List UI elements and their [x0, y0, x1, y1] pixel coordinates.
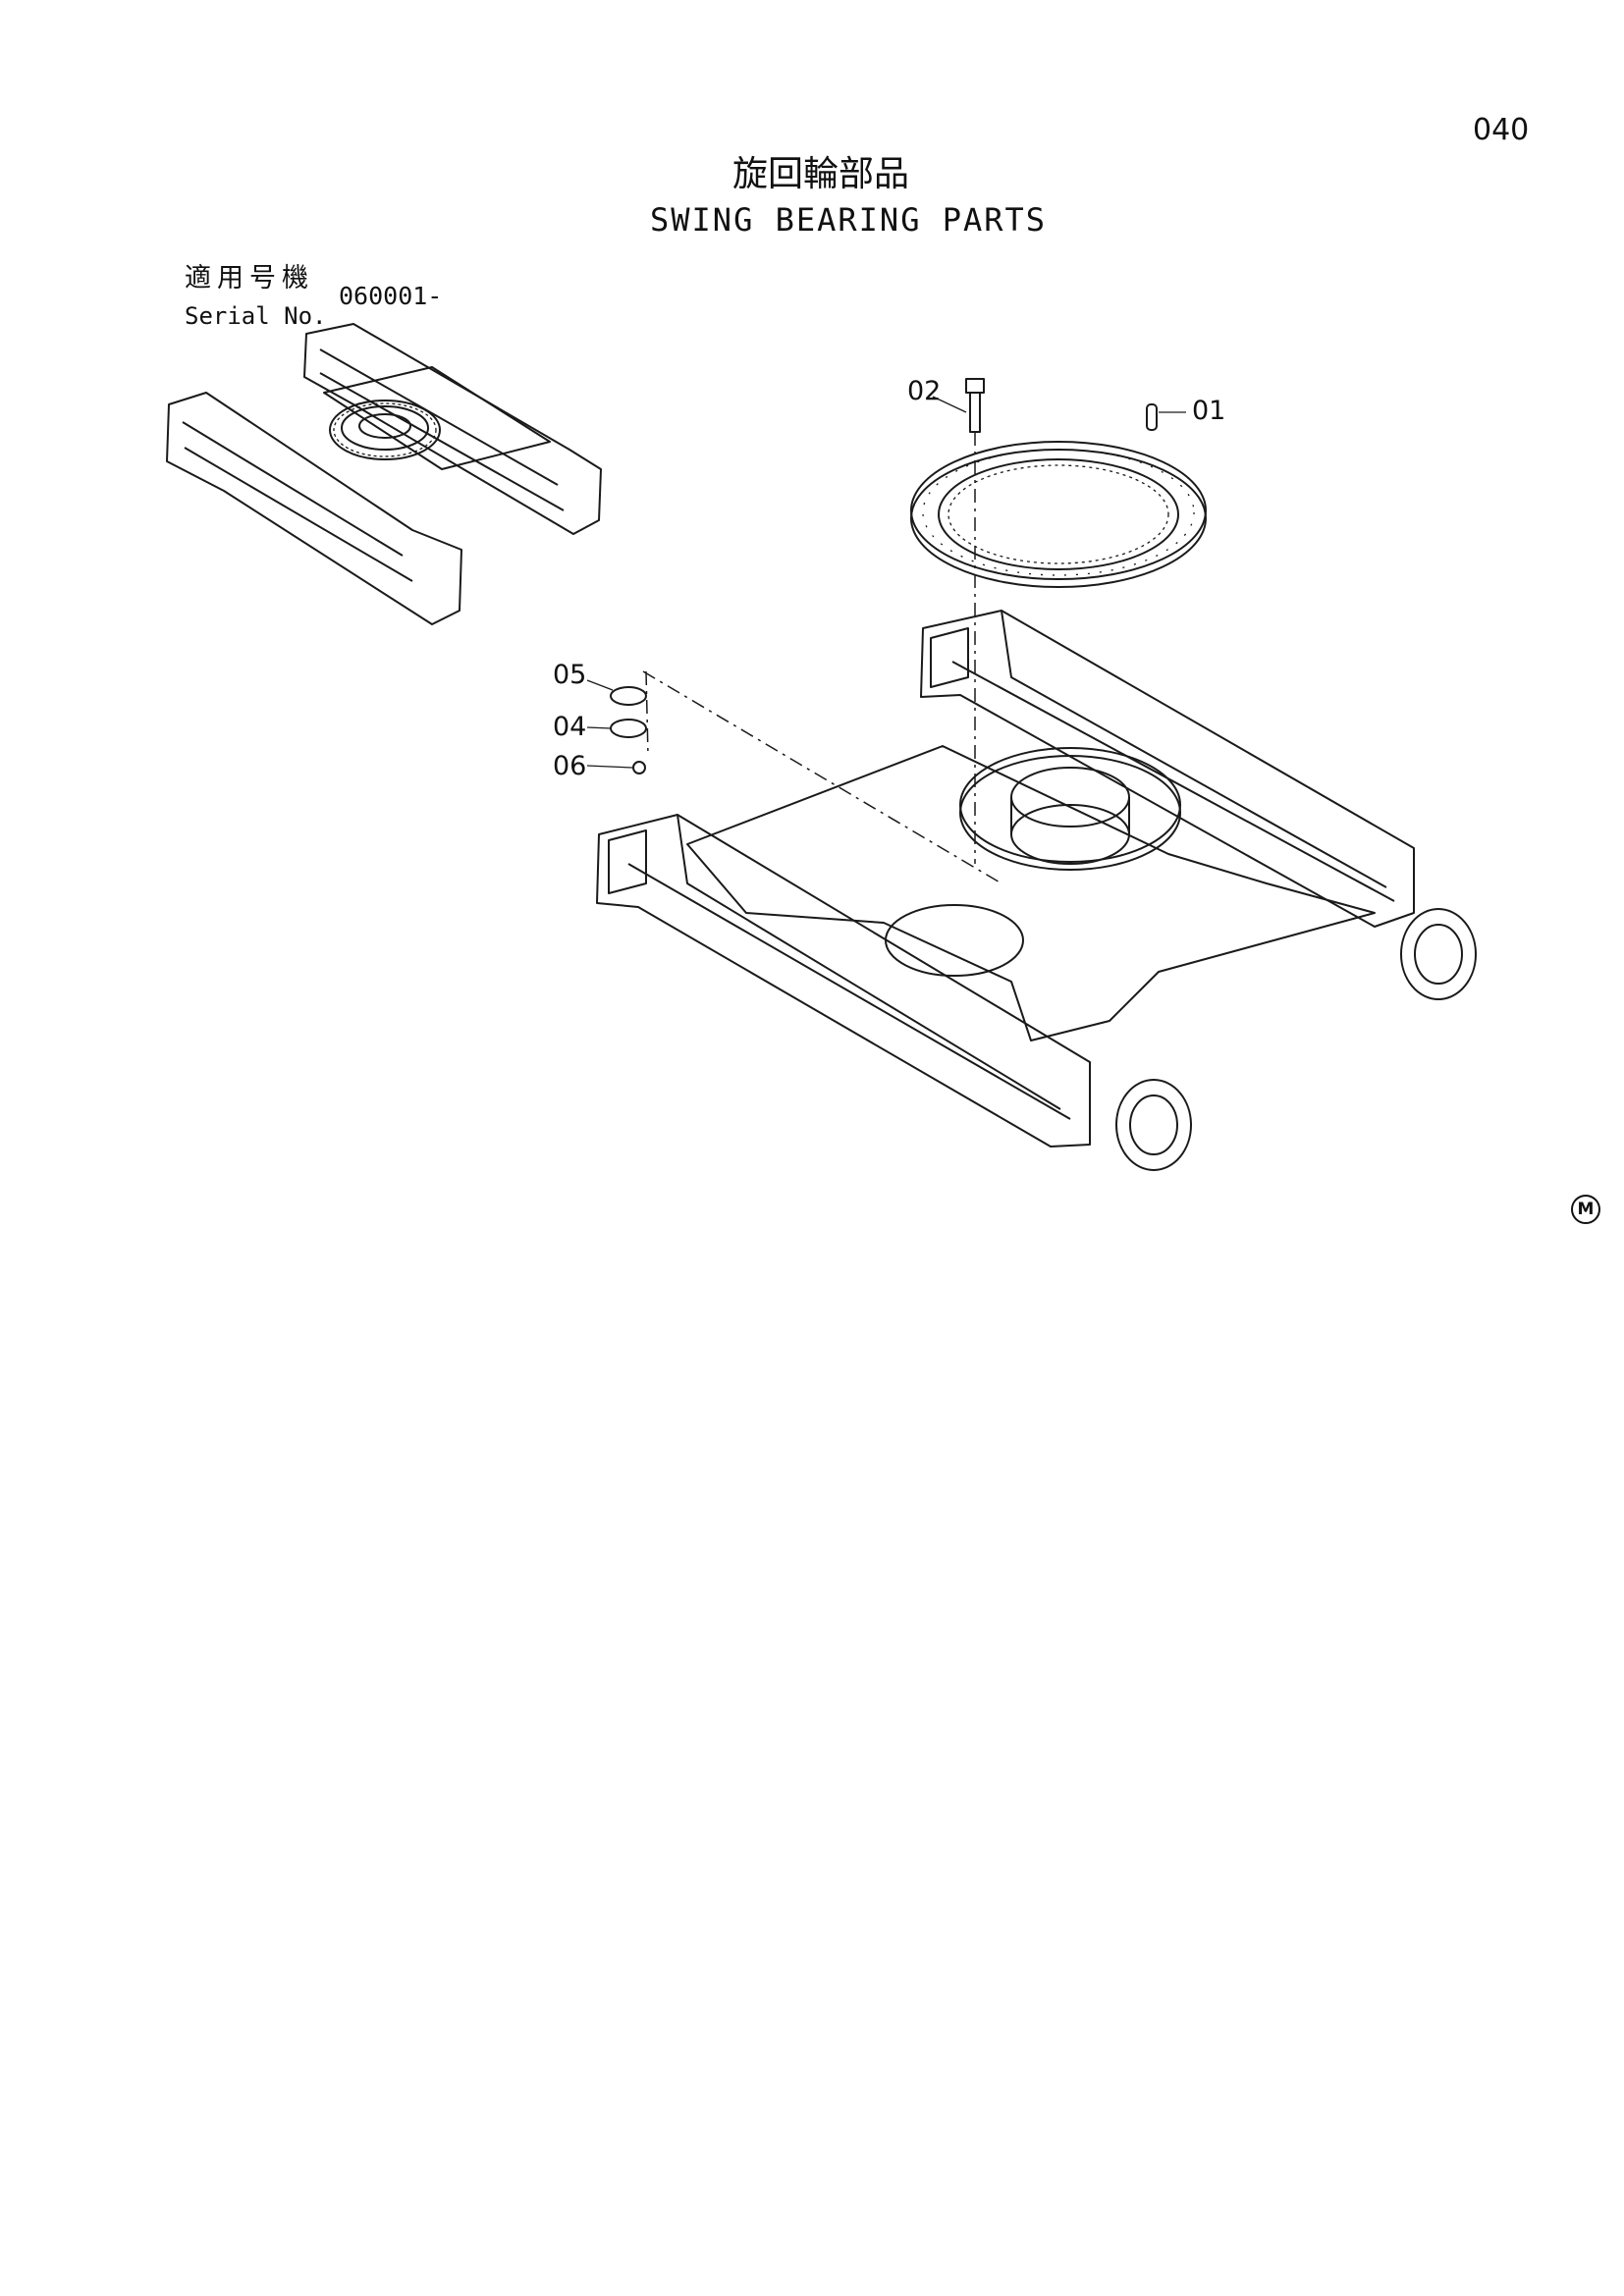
callout-06: 06 [553, 751, 587, 781]
serial-label-english: Serial No. [185, 302, 327, 330]
bolt-part [965, 378, 985, 864]
callout-02: 02 [907, 376, 942, 406]
serial-number-value: 060001- [339, 282, 443, 310]
pin-part [1146, 403, 1158, 431]
page-title-english: SWING BEARING PARTS [650, 201, 1048, 239]
serial-label-japanese: 適用号機 [185, 263, 314, 294]
page-number: 040 [1473, 113, 1530, 147]
swing-bearing-ring [910, 441, 1207, 588]
callout-leaders [586, 396, 1186, 769]
plate-parts [610, 670, 1002, 884]
callout-04: 04 [553, 712, 587, 742]
undercarriage-overview-thumbnail [166, 323, 602, 625]
callout-05: 05 [553, 660, 587, 690]
page-title-japanese: 旋回輪部品 [732, 154, 910, 194]
callout-01: 01 [1192, 396, 1226, 426]
manufacturer-mark: M [1571, 1195, 1600, 1224]
track-frame [596, 610, 1477, 1171]
